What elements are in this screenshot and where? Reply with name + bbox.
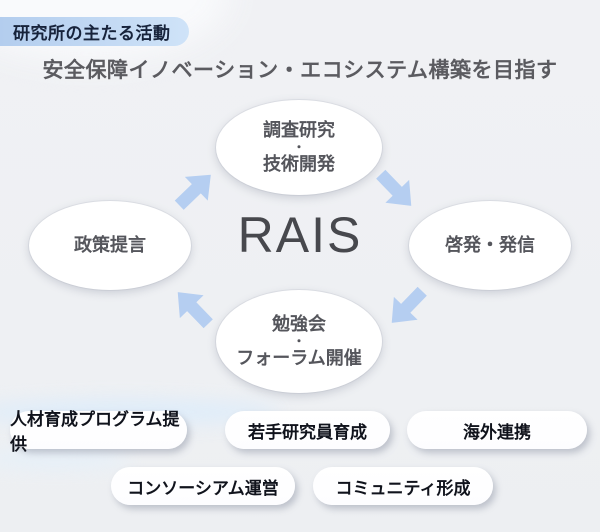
node-line: 技術開発 <box>263 154 335 175</box>
node-separator-dot: ・ <box>292 139 305 154</box>
tag-consortium: コンソーシアム運営 <box>111 467 295 505</box>
section-badge-label: 研究所の主たる活動 <box>13 24 171 43</box>
cycle-node-research-development: 調査研究 ・ 技術開発 <box>216 100 382 195</box>
cycle-node-outreach: 啓発・発信 <box>409 201 571 290</box>
arrow-down-left-icon <box>391 286 427 323</box>
tag-community: コミュニティ形成 <box>313 467 493 505</box>
section-badge: 研究所の主たる活動 <box>0 17 189 46</box>
node-line: フォーラム開催 <box>236 348 362 369</box>
tag-young-researchers: 若手研究員育成 <box>225 411 390 449</box>
arrow-down-right-icon <box>376 169 412 206</box>
page-title: 安全保障イノベーション・エコシステム構築を目指す <box>42 59 558 82</box>
node-separator-dot: ・ <box>292 333 305 348</box>
tag-overseas-cooperation: 海外連携 <box>407 411 587 449</box>
node-line: 勉強会 <box>272 313 326 334</box>
node-line: 調査研究 <box>263 119 335 140</box>
node-line: 啓発・発信 <box>445 234 535 255</box>
arrow-up-right-icon <box>174 174 211 210</box>
cycle-node-forum: 勉強会 ・ フォーラム開催 <box>216 290 382 393</box>
cycle-node-policy: 政策提言 <box>29 201 191 290</box>
arrow-up-left-icon <box>177 292 213 329</box>
cycle-center-label: RAIS <box>237 207 363 263</box>
tag-hr-program: 人材育成プログラム提供 <box>10 410 187 454</box>
node-line: 政策提言 <box>74 234 146 255</box>
